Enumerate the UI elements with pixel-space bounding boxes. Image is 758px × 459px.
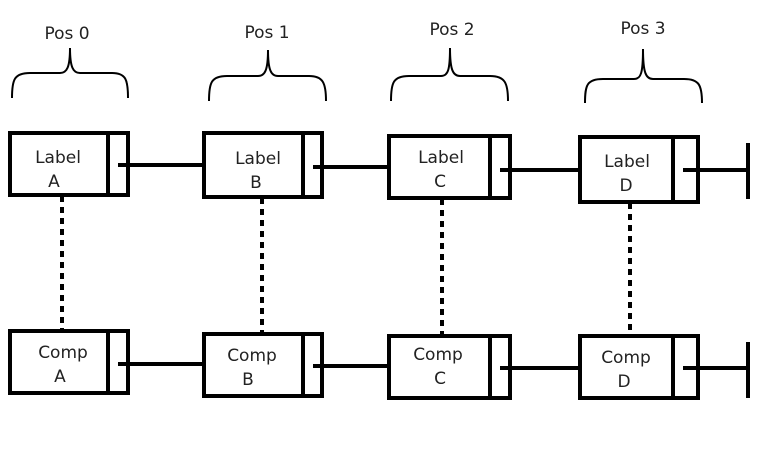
comp-node-c-line1: Comp <box>413 345 463 365</box>
pos-brace-3 <box>584 48 703 104</box>
label-node-c-line1: Label <box>418 148 464 168</box>
pos-label-2: Pos 2 <box>429 20 474 40</box>
label-node-a-line2: A <box>48 172 60 192</box>
comp-node-a-line1: Comp <box>38 343 88 363</box>
pos-brace-2 <box>390 47 509 102</box>
label-node-d-line2: D <box>619 176 632 196</box>
comp-node-b-line1: Comp <box>227 346 277 366</box>
comp-node-c-line2: C <box>434 369 446 389</box>
pos-brace-1 <box>208 49 327 102</box>
pos-label-3: Pos 3 <box>620 19 665 39</box>
pos-label-0: Pos 0 <box>44 24 89 44</box>
pos-brace-0 <box>11 47 129 99</box>
label-node-a-line1: Label <box>35 148 81 168</box>
label-node-c-line2: C <box>434 172 446 192</box>
label-node-b-line1: Label <box>235 149 281 169</box>
label-node-d-line1: Label <box>604 152 650 172</box>
label-node-b-line2: B <box>250 173 262 193</box>
label-node-d <box>578 135 700 204</box>
comp-node-d-line2: D <box>617 372 630 392</box>
pos-label-1: Pos 1 <box>244 23 289 43</box>
comp-node-a-line2: A <box>54 367 66 387</box>
comp-node-d-line1: Comp <box>601 348 651 368</box>
comp-node-b-line2: B <box>242 370 254 390</box>
